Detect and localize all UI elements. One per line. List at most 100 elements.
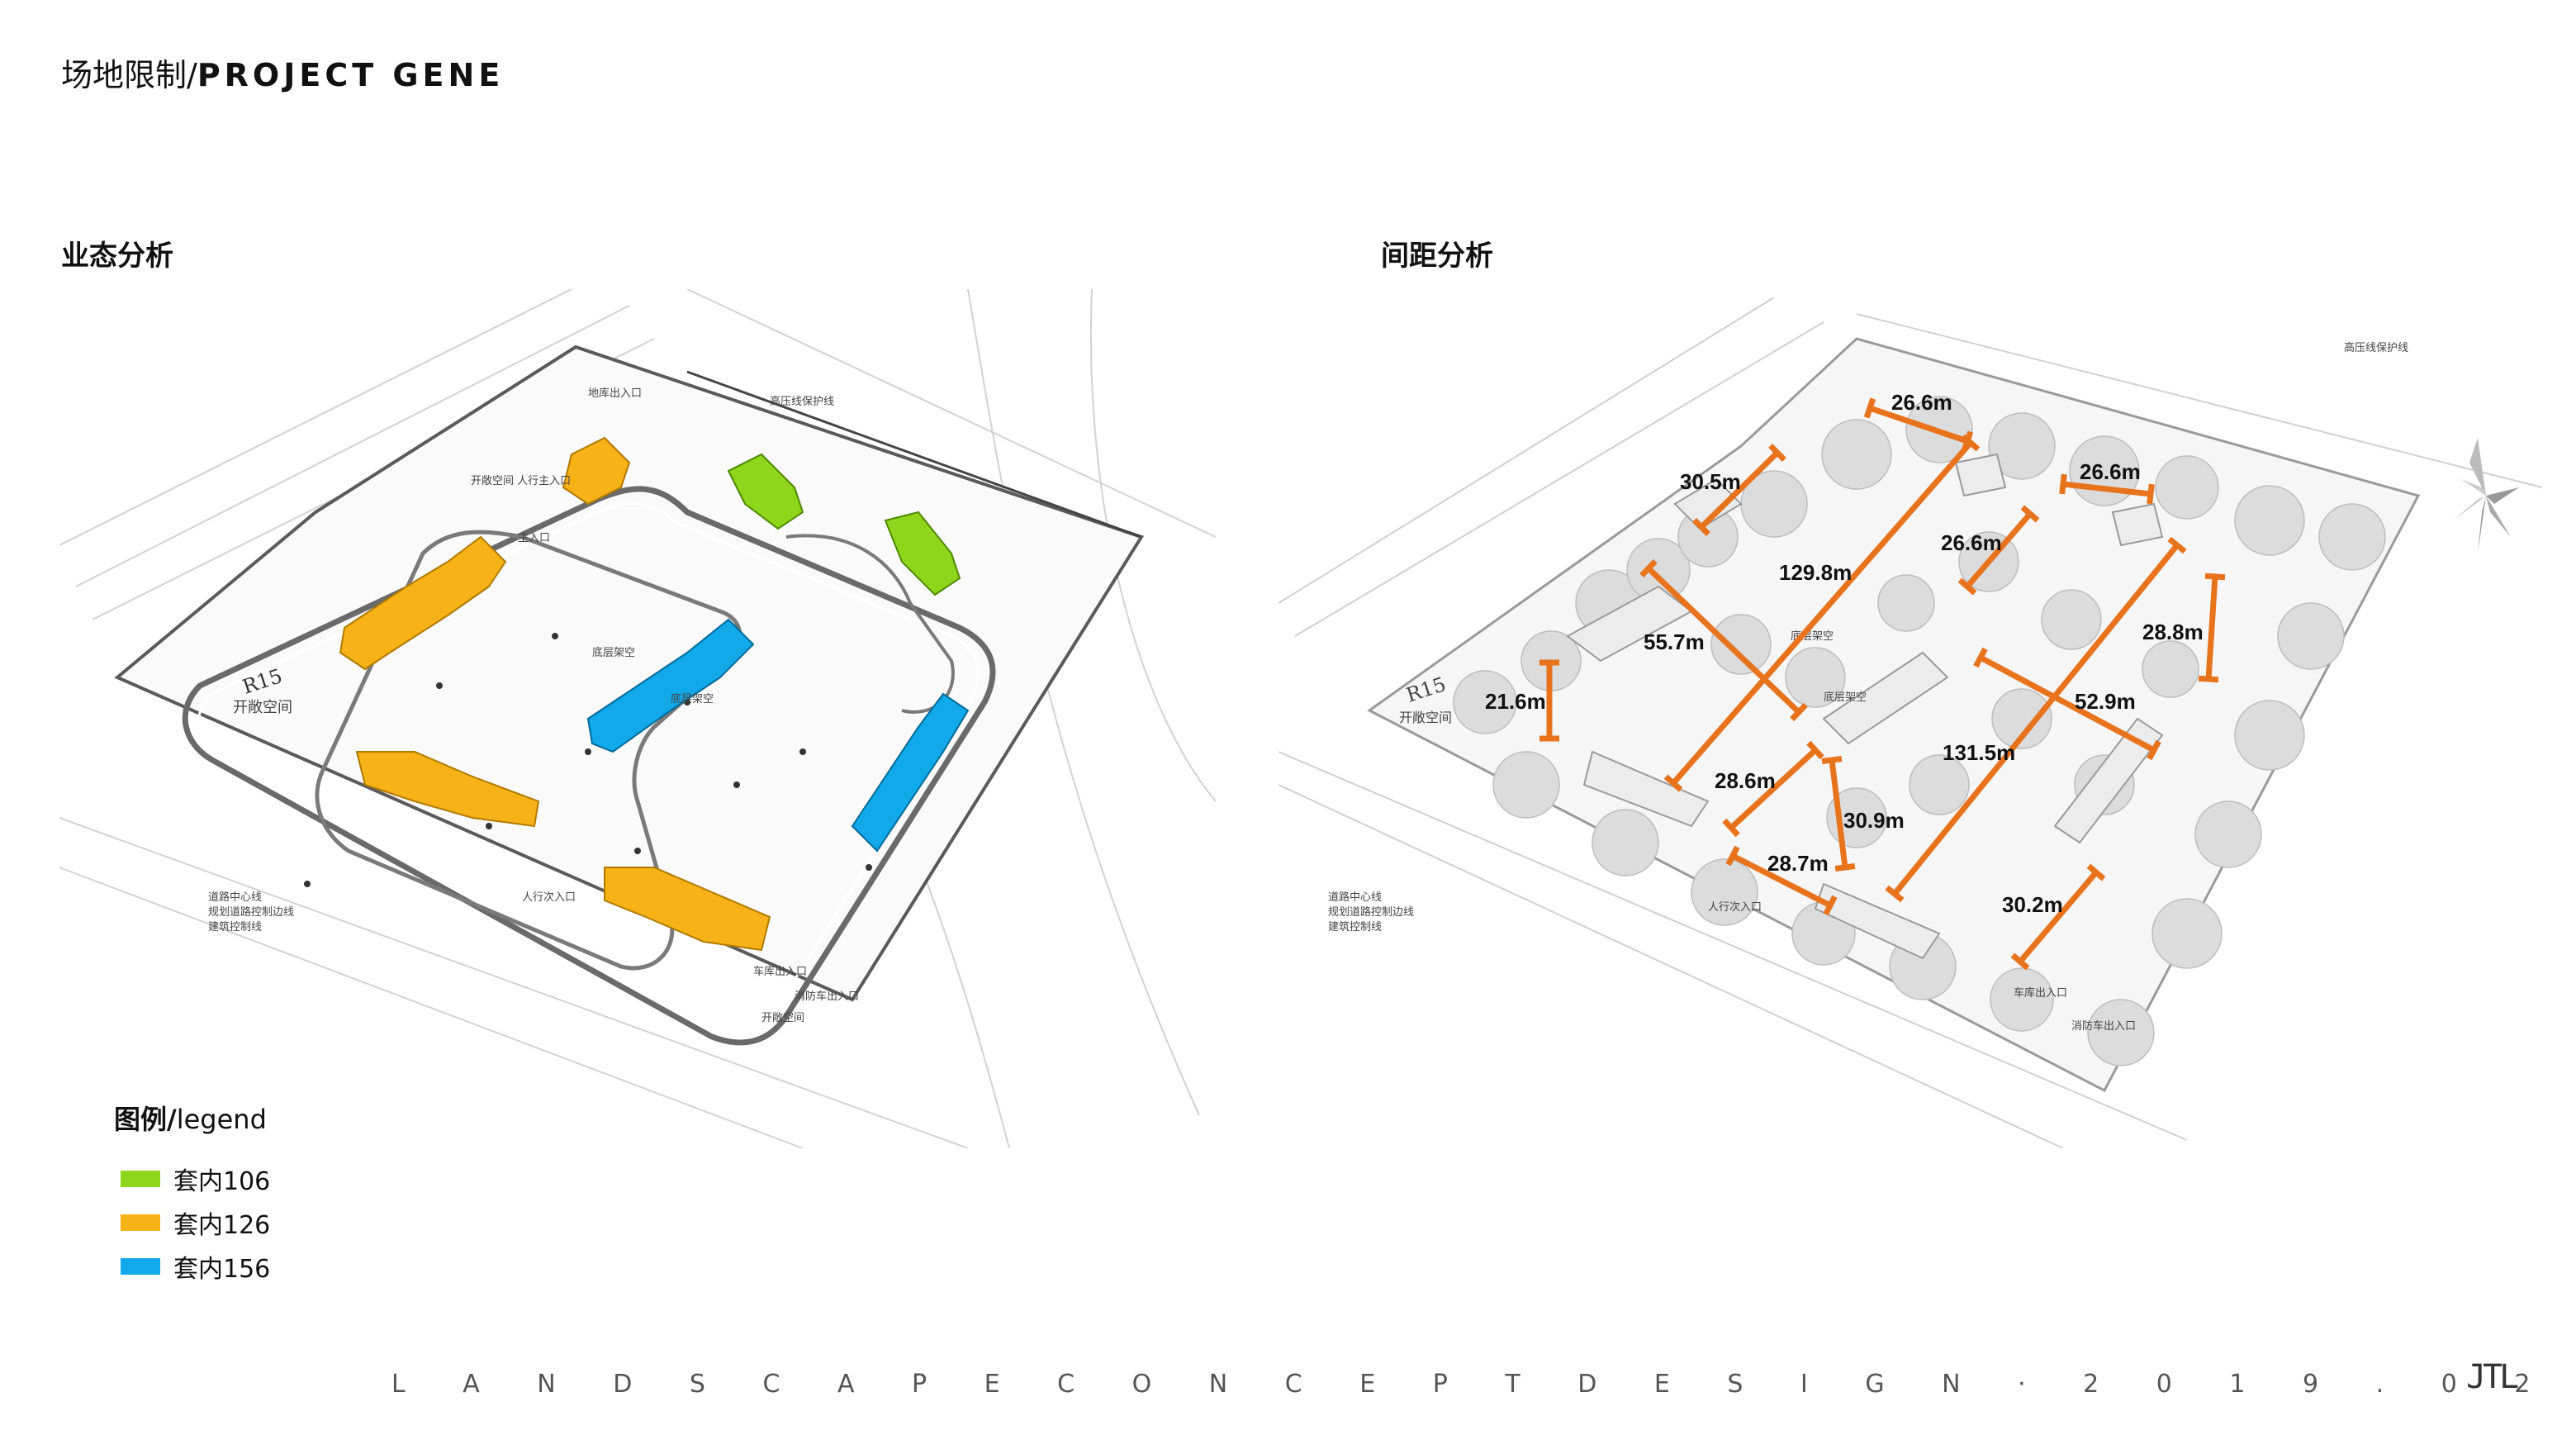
left-amenity-1-label: 底层架空 [592,646,635,659]
use-analysis-plan: 地库出入口 开敞空间 人行主入口 主入口 开敞空间 底层架空 底层架空 人行次入… [59,289,1216,1148]
dimension-cap [2147,739,2161,761]
brand-logo-text: JTL [2466,1358,2519,1396]
dimension-line [1979,654,2156,753]
legend-title-cn: 图例/ [114,1104,177,1135]
right-garage-exit-label: 车库出入口 [2014,986,2067,1000]
dimension-cap [2204,572,2226,581]
dimension-label: 30.5m [1680,469,1741,494]
left-top-entrance-label: 地库出入口 [588,387,642,400]
dimension-line [2205,576,2218,680]
dimension-cap [1722,818,1740,838]
right-open-space-label: 开敞空间 [1399,710,1452,725]
dimension-line [1965,511,2033,589]
right-fire-exit-label: 消防车出入口 [2071,1019,2136,1033]
dimension-cap [2147,483,2155,505]
left-main-entrance-label: 主入口 [518,532,550,544]
dimension-cap [1823,895,1838,916]
dimension-cap [2020,505,2040,523]
dimension-cap [1692,517,1710,537]
dimension-line [1868,405,1969,444]
right-amenity-2-label: 底层架空 [1824,691,1867,704]
dimension-cap [2059,473,2067,495]
dimension-cap [1961,434,1981,452]
dimension-line [1892,543,2180,896]
legend-item-106: 套内106 [121,1162,271,1196]
left-bldg-line-label: 建筑控制线 [208,920,262,934]
dimension-label: 30.2m [2002,892,2063,917]
legend-swatch-156 [121,1258,160,1275]
legend-title-en: legend [176,1104,267,1135]
dimension-line [2062,481,2151,497]
legend-swatch-106 [121,1171,160,1187]
dimension-line [1729,748,1818,830]
legend-label-106: 套内106 [173,1167,271,1196]
page-title: 场地限制/PROJECT GENE [61,50,504,95]
left-ped-entrance-label: 人行次入口 [522,891,576,904]
dimension-label: 30.9m [1843,808,1905,833]
dimension-cap [1725,845,1740,867]
left-hv-line-label: 高压线保护线 [770,395,834,408]
left-garage-exit-label: 车库出入口 [753,965,807,978]
units-156-buildings [586,618,970,853]
dimension-cap [1834,863,1856,872]
legend-item-156: 套内156 [121,1250,271,1284]
page-title-en: PROJECT GENE [197,57,505,93]
dimension-cap [1957,577,1977,596]
left-open-space-label: 开敞空间 [233,699,292,716]
dimension-cap [1663,774,1683,792]
dimension-cap [2010,953,2030,971]
dimension-cap [1768,443,1786,463]
left-road-center-label: 道路中心线 [208,891,262,904]
north-arrow-icon [2445,430,2527,565]
dimension-cap [1885,885,1905,903]
right-ped-entrance-label: 人行次入口 [1708,900,1762,914]
dimension-cap [2198,675,2219,683]
left-ped-main-label: 开敞空间 人行主入口 [471,474,571,487]
dimension-cap [2086,863,2106,881]
page-title-cn: 场地限制/ [61,57,197,93]
spacing-analysis-plan: 道路中心线 规划道路控制边线 建筑控制线 高压线保护线 底层架空 底层架空 人行… [1279,289,2542,1148]
dimension-line [1731,853,1832,909]
units-126-buildings [339,436,771,952]
dimension-cap [1639,558,1658,578]
left-road-red-label: 规划道路控制边线 [208,905,294,919]
dimension-label: 26.6m [2080,459,2141,484]
dimension-label: 52.9m [2075,689,2136,714]
legend-label-126: 套内126 [173,1211,271,1240]
footer-tagline: L A N D S C A P E C O N C E P T D E S I … [391,1370,2576,1399]
legend-swatch-126 [121,1214,160,1231]
dimension-label: 28.7m [1767,851,1829,876]
right-road-red-label: 规划道路控制边线 [1328,905,1414,919]
brand-logo: JTL [2466,1358,2519,1396]
dimension-label: 28.8m [2142,620,2204,644]
dimension-cap [1806,740,1824,760]
dimension-cap [1790,702,1808,722]
right-section-heading: 间距分析 [1381,240,1493,273]
dimension-label: 21.6m [1485,689,1546,714]
left-fire-exit-label: 消防车出入口 [795,990,859,1003]
dimension-line [1671,440,1973,786]
dimension-cap [2167,536,2187,554]
dimension-label: 131.5m [1943,740,2015,765]
right-bldg-line-label: 建筑控制线 [1328,920,1382,934]
right-road-center-label: 道路中心线 [1328,891,1382,904]
dimension-label: 55.7m [1644,629,1705,654]
dimension-cap [1821,756,1843,764]
left-section-heading: 业态分析 [61,240,173,273]
dimension-cap [1863,397,1876,419]
legend-title: 图例/legend [114,1099,267,1137]
right-hv-line-label: 高压线保护线 [2344,341,2408,354]
legend-item-126: 套内126 [121,1206,271,1240]
dimension-label: 26.6m [1891,390,1952,415]
left-open-space-2-label: 开敞空间 [761,1011,804,1024]
dimension-label: 129.8m [1779,560,1852,585]
dimension-line [1646,566,1801,715]
dimension-line [1699,450,1780,530]
dimension-line [1829,759,1848,868]
dimension-label: 26.6m [1941,530,2002,555]
units-106-buildings [727,453,961,596]
legend-label-156: 套内156 [173,1255,271,1284]
dimension-cap [1973,647,1988,668]
left-amenity-2-label: 底层架空 [671,692,714,705]
dimension-label: 28.6m [1715,768,1776,793]
